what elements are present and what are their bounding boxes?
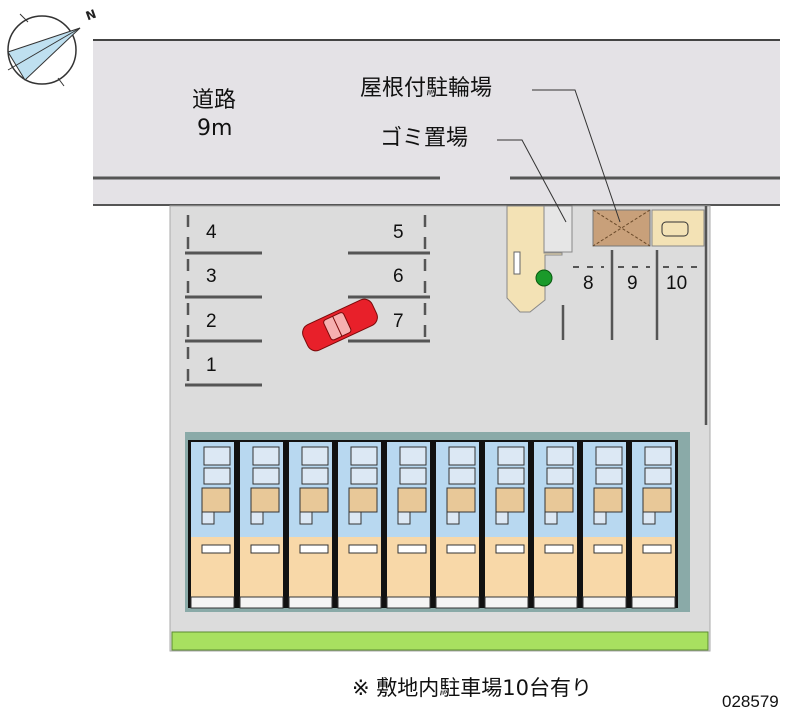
apartment-unit	[286, 440, 335, 609]
garbage-area-label: ゴミ置場	[380, 126, 469, 151]
apartment-unit	[384, 440, 433, 609]
grass-strip	[171, 631, 709, 651]
apartment-building	[185, 432, 690, 612]
parking-space-9: 9	[627, 273, 638, 294]
leader-line	[497, 139, 567, 223]
compass-icon	[7, 13, 81, 87]
apartment-unit	[531, 440, 580, 609]
parking-space-4: 4	[206, 222, 217, 243]
bicycle-shelter-label: 屋根付駐輪場	[360, 76, 493, 101]
parking-space-3: 3	[206, 266, 217, 287]
apartment-unit	[433, 440, 482, 609]
property-code: 028579	[722, 692, 779, 711]
apartment-unit	[580, 440, 629, 609]
car-icon	[302, 298, 378, 352]
apartment-unit	[629, 440, 678, 609]
apartment-unit	[482, 440, 531, 609]
tree-icon	[535, 269, 553, 287]
parking-lines-left	[185, 215, 430, 387]
road-width: 9m	[197, 116, 233, 141]
parking-space-6: 6	[393, 266, 404, 287]
road-name: 道路	[192, 88, 237, 113]
apartment-unit	[188, 440, 237, 609]
parking-space-1: 1	[206, 355, 217, 376]
parking-space-8: 8	[583, 273, 594, 294]
parking-space-2: 2	[206, 311, 217, 332]
parking-space-10: 10	[666, 273, 688, 294]
parking-space-7: 7	[393, 311, 404, 332]
apartment-unit	[335, 440, 384, 609]
leader-line	[532, 89, 621, 223]
parking-note: ※ 敷地内駐車場10台有り	[352, 676, 592, 700]
parking-space-5: 5	[393, 222, 404, 243]
apartment-unit	[237, 440, 286, 609]
